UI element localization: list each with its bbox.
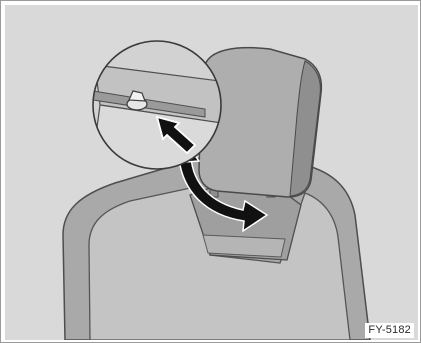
seat-top-recess-shadow xyxy=(203,235,285,257)
figure-code: FY-5182 xyxy=(365,323,414,338)
headrest-adjustment-illustration xyxy=(5,5,418,340)
